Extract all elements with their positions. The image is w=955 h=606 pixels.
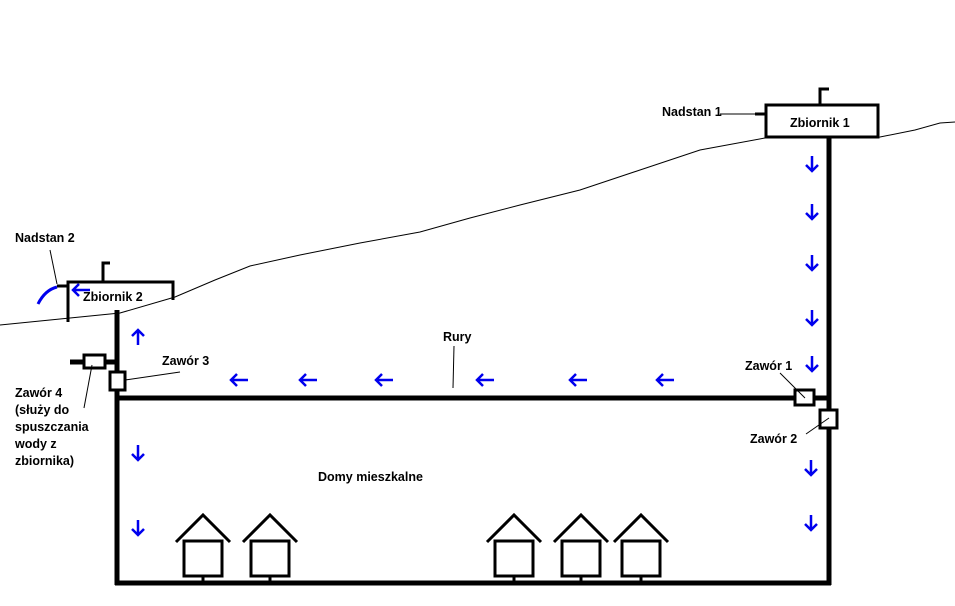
arrow-down-icon bbox=[805, 204, 819, 221]
arrow-down-icon bbox=[804, 515, 818, 532]
valve-2-label: Zawór 2 bbox=[750, 432, 797, 446]
tank-2-label: Zbiornik 2 bbox=[83, 290, 143, 304]
tank-1: Zbiornik 1 bbox=[755, 87, 880, 139]
arrow-down-icon bbox=[805, 255, 819, 272]
valve-4-label: wody z bbox=[14, 437, 57, 451]
house-icon bbox=[485, 512, 543, 583]
valve-4-label: spuszczania bbox=[15, 420, 90, 434]
house-icon bbox=[241, 512, 299, 583]
valve-2: Zawór 2 bbox=[750, 408, 839, 446]
house-icon bbox=[612, 512, 670, 583]
house-icon bbox=[174, 512, 232, 583]
overflow-2-label: Nadstan 2 bbox=[15, 231, 75, 245]
house-icon bbox=[552, 512, 610, 583]
arrow-left-icon bbox=[655, 373, 674, 387]
valve-4-label: zbiornika) bbox=[15, 454, 74, 468]
arrow-down-icon bbox=[131, 520, 145, 537]
houses bbox=[174, 512, 670, 583]
tank-2: Zbiornik 2 bbox=[36, 261, 175, 322]
arrow-left-icon bbox=[298, 373, 317, 387]
arrow-down-icon bbox=[804, 460, 818, 477]
overflow-2-leader bbox=[49, 249, 58, 285]
arrow-up-icon bbox=[131, 328, 145, 345]
valve-3-label: Zawór 3 bbox=[162, 354, 209, 368]
valve-3: Zawór 3 bbox=[108, 354, 209, 392]
arrow-left-icon bbox=[568, 373, 587, 387]
pipes-label: Rury bbox=[443, 330, 472, 344]
pipe-network bbox=[70, 137, 832, 586]
valve-1: Zawór 1 bbox=[745, 359, 816, 407]
arrow-left-icon bbox=[475, 373, 494, 387]
valve-1-label: Zawór 1 bbox=[745, 359, 792, 373]
arrow-left-icon bbox=[71, 283, 90, 297]
arrow-left-icon bbox=[374, 373, 393, 387]
arrow-down-icon bbox=[805, 356, 819, 373]
tank-1-label: Zbiornik 1 bbox=[790, 116, 850, 130]
arrow-down-icon bbox=[805, 156, 819, 173]
arrow-down-icon bbox=[131, 445, 145, 462]
valve-4: Zawór 4 (służy do spuszczania wody z zbi… bbox=[14, 353, 107, 468]
pipes-leader bbox=[452, 345, 455, 389]
hill-line bbox=[0, 121, 955, 326]
flow-arrows bbox=[71, 156, 819, 537]
overflow-1-label: Nadstan 1 bbox=[662, 105, 722, 119]
houses-label: Domy mieszkalne bbox=[318, 470, 423, 484]
overflow-2-water bbox=[36, 285, 58, 305]
valve-4-label: Zawór 4 bbox=[15, 386, 62, 400]
arrow-left-icon bbox=[229, 373, 248, 387]
valve-4-label: (służy do bbox=[15, 403, 70, 417]
arrow-down-icon bbox=[805, 310, 819, 327]
